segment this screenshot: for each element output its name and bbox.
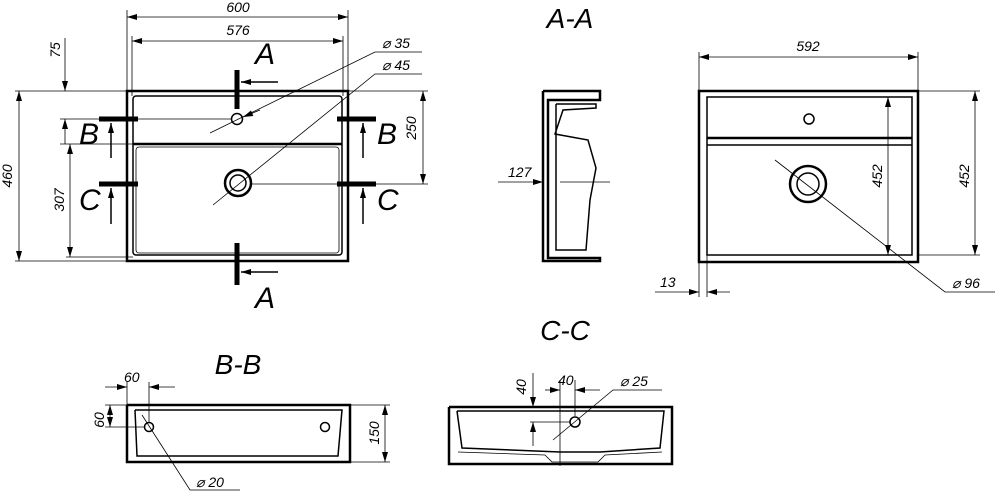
section-aa-title: A-A — [545, 3, 594, 34]
dim-307: 307 — [51, 187, 67, 212]
section-b-label-right: B — [377, 118, 397, 151]
section-b-label-left: B — [79, 118, 99, 151]
bb-hole-diameter: ⌀ 20 — [196, 474, 224, 490]
dim-height-460: 460 — [0, 164, 15, 188]
section-bb: B-B 60 60 150 ⌀ 20 — [91, 349, 390, 491]
top-view: 600 576 460 75 307 250 ⌀ 35 ⌀ 45 A A — [0, 0, 428, 315]
cc-hole-diameter: ⌀ 25 — [620, 373, 648, 389]
drain-diameter: ⌀ 45 — [382, 57, 410, 73]
dim-cc-40-horizontal: 40 — [558, 372, 574, 388]
section-bb-title: B-B — [215, 349, 262, 380]
dim-75: 75 — [47, 42, 63, 58]
faucet-hole-diameter: ⌀ 35 — [382, 35, 410, 51]
rear-drain-diameter: ⌀ 96 — [952, 275, 980, 291]
rear-drain — [788, 164, 828, 204]
section-c-label-right: C — [377, 184, 399, 217]
dim-452-inner: 452 — [869, 164, 885, 188]
dim-592: 592 — [796, 38, 820, 54]
section-aa: A-A 127 — [498, 3, 610, 263]
faucet-hole — [230, 112, 244, 126]
dim-150: 150 — [366, 421, 382, 445]
dim-width-600: 600 — [226, 0, 250, 15]
section-cc: C-C 40 40 ⌀ 25 — [447, 315, 674, 466]
section-c-label-left: C — [79, 184, 101, 217]
dim-bb-60-vertical: 60 — [91, 412, 107, 428]
section-a-label-bottom: A — [253, 282, 275, 315]
basin-outline — [125, 89, 350, 263]
dim-13: 13 — [660, 274, 676, 290]
rear-view: 592 452 452 13 ⌀ 96 — [655, 38, 995, 297]
section-cc-title: C-C — [540, 315, 591, 346]
drain-hole — [223, 168, 253, 198]
dim-250: 250 — [403, 116, 419, 141]
dim-452-outer: 452 — [956, 164, 972, 188]
dim-cc-40-vertical: 40 — [513, 379, 529, 395]
dim-127: 127 — [508, 164, 533, 180]
dim-bb-60-horizontal: 60 — [124, 369, 140, 385]
dim-width-576: 576 — [226, 22, 250, 38]
section-a-label-top: A — [253, 38, 275, 71]
